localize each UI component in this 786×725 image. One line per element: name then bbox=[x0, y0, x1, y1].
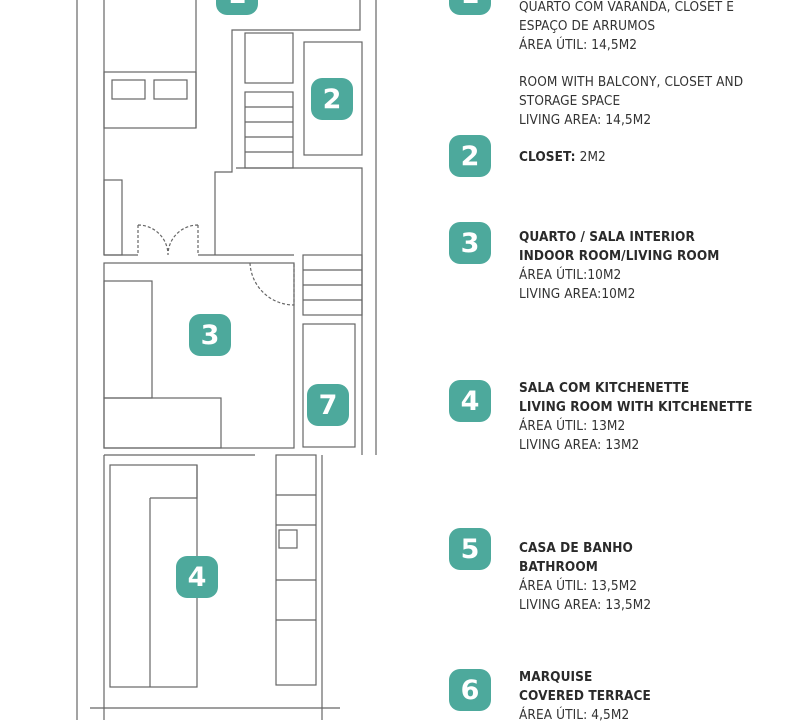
legend-text: LIVING AREA: 13M2 bbox=[519, 437, 640, 453]
legend-text: ÁREA ÚTIL: 14,5M2 bbox=[519, 37, 638, 53]
legend-badge-3: 3 bbox=[449, 222, 491, 264]
legend-text: LIVING AREA: 14,5M2 bbox=[519, 112, 652, 128]
legend-text: ÁREA ÚTIL: 13M2 bbox=[519, 418, 626, 434]
plan-badge-7: 7 bbox=[307, 384, 349, 426]
legend-title: INDOOR ROOM/LIVING ROOM bbox=[519, 248, 720, 264]
legend-value: 2M2 bbox=[575, 149, 606, 165]
legend-item-1: QUARTO COM VARANDA, CLOSET E ESPAÇO DE A… bbox=[519, 0, 743, 130]
plan-badge-3: 3 bbox=[189, 314, 231, 356]
legend-text: ESPAÇO DE ARRUMOS bbox=[519, 18, 656, 34]
legend-title: CASA DE BANHO bbox=[519, 540, 633, 556]
legend-text: ÁREA ÚTIL:10M2 bbox=[519, 267, 622, 283]
legend-badge-5: 5 bbox=[449, 528, 491, 570]
legend-text: QUARTO COM VARANDA, CLOSET E bbox=[519, 0, 735, 15]
legend-title: MARQUISE bbox=[519, 669, 593, 685]
legend-text: LIVING AREA: 13,5M2 bbox=[519, 597, 652, 613]
legend-text: ÁREA ÚTIL: 4,5M2 bbox=[519, 707, 630, 723]
plan-badge-2: 2 bbox=[311, 78, 353, 120]
legend-item-2: CLOSET: 2M2 bbox=[519, 148, 606, 167]
legend-title: LIVING ROOM WITH KITCHENETTE bbox=[519, 399, 753, 415]
legend-title: CLOSET: bbox=[519, 149, 576, 165]
legend-title: QUARTO / SALA INTERIOR bbox=[519, 229, 695, 245]
legend-text: STORAGE SPACE bbox=[519, 93, 621, 109]
legend-text: ÁREA ÚTIL: 13,5M2 bbox=[519, 578, 638, 594]
legend-item-4: SALA COM KITCHENETTE LIVING ROOM WITH KI… bbox=[519, 379, 752, 455]
legend-title: BATHROOM bbox=[519, 559, 598, 575]
legend-badge-2: 2 bbox=[449, 135, 491, 177]
legend-text: LIVING AREA:10M2 bbox=[519, 286, 636, 302]
plan-badge-1: 1 bbox=[216, 0, 258, 15]
legend-title: COVERED TERRACE bbox=[519, 688, 651, 704]
plan-badge-4: 4 bbox=[176, 556, 218, 598]
legend-badge-4: 4 bbox=[449, 380, 491, 422]
legend-spacer bbox=[519, 55, 743, 73]
legend-item-5: CASA DE BANHO BATHROOM ÁREA ÚTIL: 13,5M2… bbox=[519, 539, 651, 615]
legend-text: ROOM WITH BALCONY, CLOSET AND bbox=[519, 74, 744, 90]
legend-item-3: QUARTO / SALA INTERIOR INDOOR ROOM/LIVIN… bbox=[519, 228, 719, 304]
legend-title: SALA COM KITCHENETTE bbox=[519, 380, 690, 396]
legend-badge-1: 1 bbox=[449, 0, 491, 15]
legend-badge-6: 6 bbox=[449, 669, 491, 711]
legend-item-6: MARQUISE COVERED TERRACE ÁREA ÚTIL: 4,5M… bbox=[519, 668, 651, 725]
